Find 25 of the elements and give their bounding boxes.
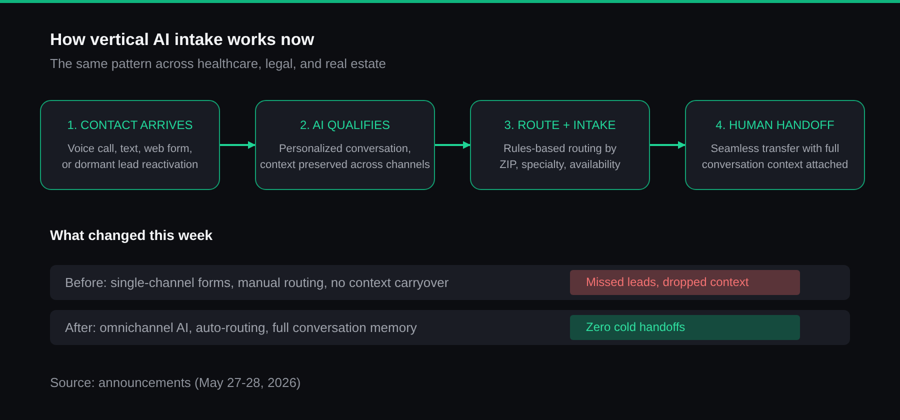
step-heading: 3. ROUTE + INTAKE [504, 117, 616, 133]
step-heading: 4. HUMAN HANDOFF [716, 117, 834, 133]
comparison-row [50, 265, 850, 300]
step-card [470, 100, 650, 190]
comparison-row [50, 310, 850, 345]
step-heading: 2. AI QUALIFIES [300, 117, 390, 133]
step-description: Rules-based routing by ZIP, specialty, availability [498, 142, 622, 173]
step-card [685, 100, 865, 190]
outcome-badge: Missed leads, dropped context [570, 270, 800, 295]
section-heading: What changed this week [50, 227, 213, 243]
step-card [40, 100, 220, 190]
arrow [650, 141, 686, 149]
arrow [435, 141, 471, 149]
step-heading: 1. CONTACT ARRIVES [67, 117, 193, 133]
step-card [255, 100, 435, 190]
arrow [220, 141, 256, 149]
step-description: Personalized conversation, context preserved across channels [259, 142, 431, 173]
source-note: Source: announcements (May 27-28, 2026) [50, 375, 301, 390]
step-description: Voice call, text, web form, or dormant lead reactivation [60, 142, 200, 173]
subtitle: The same pattern across healthcare, legal, and real estate [50, 56, 386, 71]
row-description: After: omnichannel AI, auto-routing, full conversation memory [65, 319, 417, 337]
row-description: Before: single-channel forms, manual routing, no context carryover [65, 274, 449, 292]
step-description: Seamless transfer with full conversation context attached [700, 142, 850, 173]
outcome-badge: Zero cold handoffs [570, 315, 800, 340]
title: How vertical AI intake works now [50, 30, 314, 50]
